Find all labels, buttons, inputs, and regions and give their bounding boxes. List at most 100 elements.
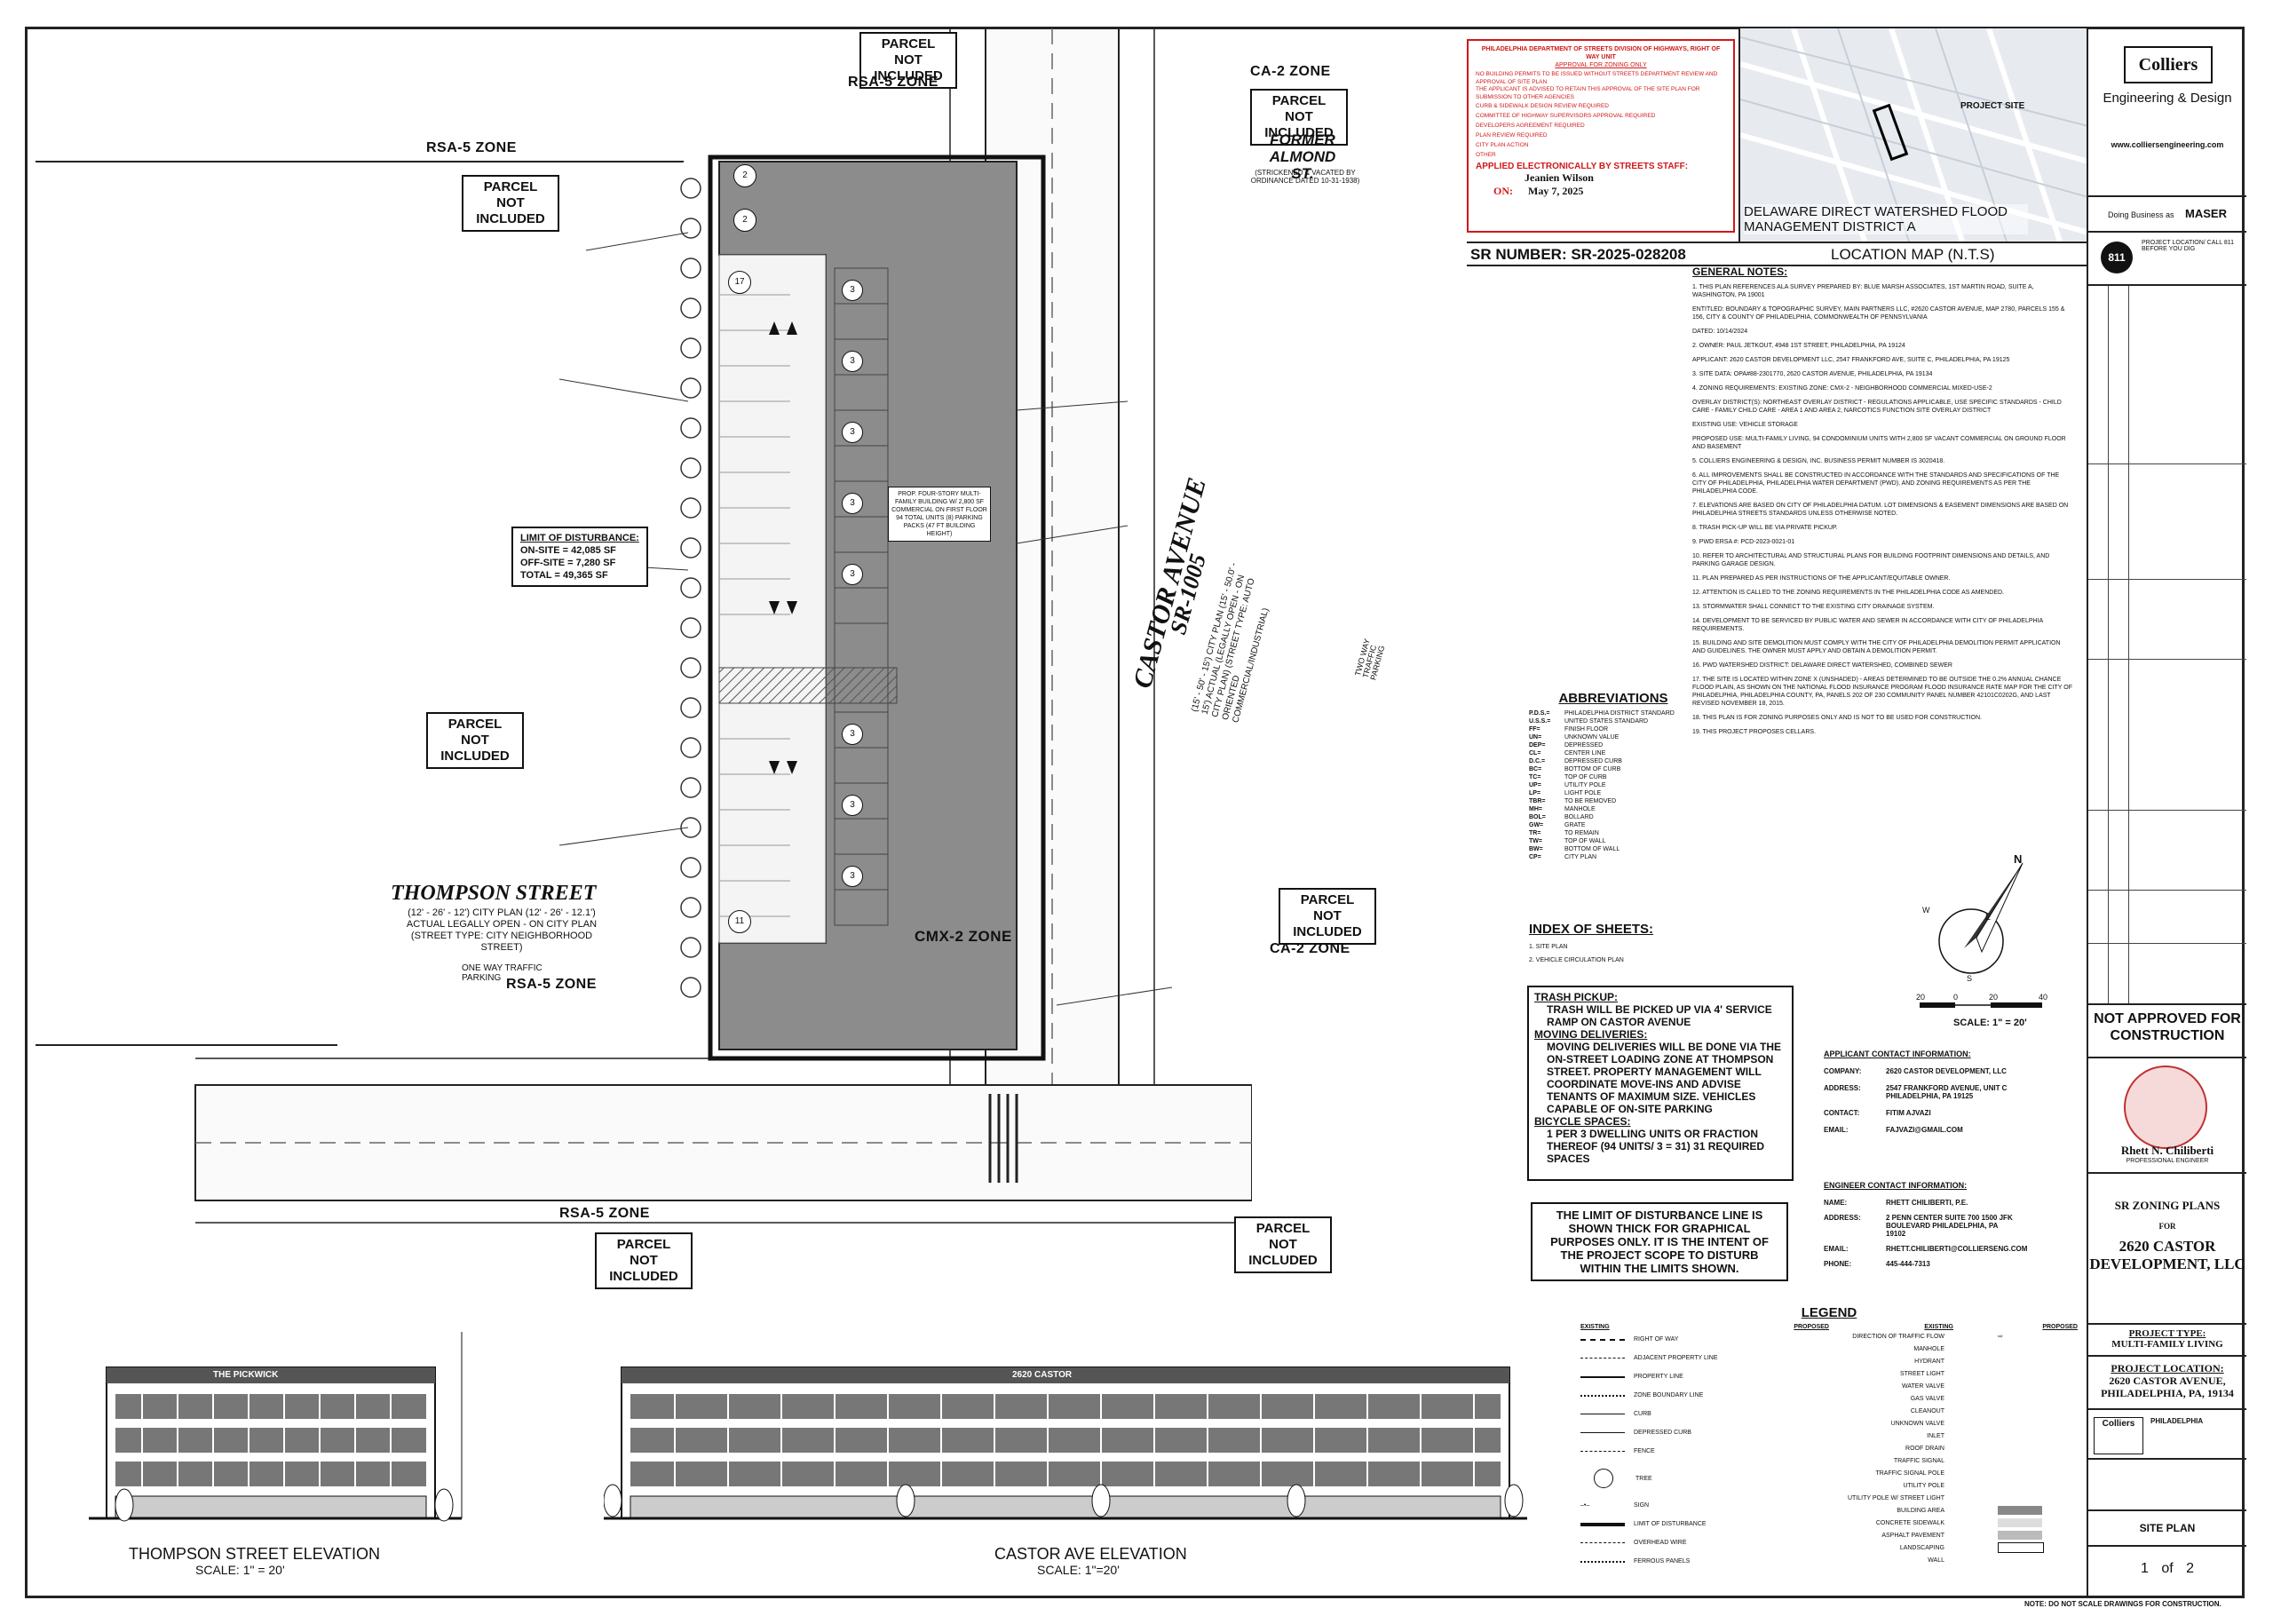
- revision-table: [2088, 284, 2246, 1005]
- legend-item: FERROUS PANELS: [1580, 1552, 1829, 1571]
- general-note-item: PROPOSED USE: MULTI-FAMILY LIVING, 94 CO…: [1692, 436, 2066, 450]
- abbreviation-row: UN=UNKNOWN VALUE: [1529, 734, 1620, 741]
- cmx2-zone-label: CMX-2 ZONE: [915, 928, 1012, 945]
- thompson-traffic-note: ONE WAY TRAFFIC PARKING: [462, 963, 543, 983]
- general-note-item: 1. THIS PLAN REFERENCES ALA SURVEY PREPA…: [1692, 284, 2034, 298]
- abbreviation-row: TC=TOP OF CURB: [1529, 774, 1607, 780]
- thompson-elevation-title: THOMPSON STREET ELEVATION: [129, 1545, 381, 1563]
- legend-item: HYDRANT: [1914, 1358, 1944, 1365]
- project-name: 2620 CASTOR DEVELOPMENT, LLC: [2089, 1238, 2245, 1272]
- general-note-item: 2. OWNER: PAUL JETKOUT, 4948 1ST STREET,…: [1692, 343, 1905, 349]
- location-map-label: LOCATION MAP (N.T.S): [1831, 246, 1995, 263]
- north-label: N: [2014, 852, 2023, 866]
- general-note-item: ENTITLED: BOUNDARY & TOPOGRAPHIC SURVEY,…: [1692, 306, 2065, 321]
- streets-line: THE APPLICANT IS ADVISED TO RETAIN THIS …: [1476, 86, 1700, 100]
- parcel-not-included-label: PARCEL NOT INCLUDED: [462, 175, 559, 232]
- abbreviation-row: D.C.=DEPRESSED CURB: [1529, 758, 1622, 764]
- general-note-item: 5. COLLIERS ENGINEERING & DESIGN, INC. B…: [1692, 458, 1945, 464]
- engineer-seal-icon: [2124, 1066, 2207, 1149]
- project-site-label: PROJECT SITE: [1960, 101, 2025, 111]
- zone-label: CA-2 ZONE: [1250, 64, 1331, 79]
- lod-off-site: OFF-SITE = 7,280 SF: [520, 558, 616, 568]
- engineer-contact: ENGINEER CONTACT INFORMATION: NAME:RHETT…: [1824, 1181, 2055, 1268]
- abbreviation-row: TW=TOP OF WALL: [1529, 838, 1606, 844]
- bike-item: 1 PER 3 DWELLING UNITS OR FRACTION THERE…: [1547, 1128, 1765, 1165]
- limit-of-disturbance-box: LIMIT OF DISTURBANCE: ON-SITE = 42,085 S…: [511, 527, 648, 587]
- drawing-border: [25, 27, 2245, 1598]
- legend-item: CURB: [1580, 1405, 1829, 1423]
- legend-proposed-header: PROPOSED: [1794, 1324, 1829, 1330]
- abbreviations-block: ABBREVIATIONS P.D.S.=PHILADELPHIA DISTRI…: [1529, 691, 1698, 861]
- streets-line: PLAN REVIEW REQUIRED: [1476, 132, 1548, 139]
- legend-item: FENCE: [1580, 1442, 1829, 1461]
- office-name: PHILADELPHIA: [2150, 1417, 2204, 1425]
- general-note-item: 17. THE SITE IS LOCATED WITHIN ZONE X (U…: [1692, 677, 2072, 707]
- north-arrow: [1920, 862, 2042, 1008]
- legend-item: MANHOLE: [1913, 1345, 1944, 1352]
- bike-count-marker: 2: [733, 209, 756, 232]
- thompson-building-sign: THE PICKWICK: [213, 1370, 279, 1380]
- scale-tick: 20: [1916, 993, 1926, 1002]
- applicant-row: COMPANY:2620 CASTOR DEVELOPMENT, LLC: [1824, 1067, 2007, 1075]
- legend-item: STREET LIGHT: [1899, 1370, 1944, 1377]
- abbreviation-row: DEP=DEPRESSED: [1529, 742, 1604, 749]
- streets-line: CITY PLAN ACTION: [1476, 142, 1529, 148]
- lod-on-site: ON-SITE = 42,085 SF: [520, 545, 616, 556]
- trash-pickup-box: TRASH PICKUP: TRASH WILL BE PICKED UP VI…: [1527, 986, 1794, 1181]
- abbreviation-row: TBR=TO BE REMOVED: [1529, 798, 1617, 804]
- general-note-item: 8. TRASH PICK-UP WILL BE VIA PRIVATE PIC…: [1692, 525, 1838, 531]
- general-note-item: 4. ZONING REQUIREMENTS: EXISTING ZONE: C…: [1692, 385, 1992, 392]
- parcel-not-included-label: PARCEL NOT INCLUDED: [859, 32, 957, 89]
- sheet-title-cell: SITE PLAN: [2088, 1509, 2246, 1545]
- parcel-not-included-label: PARCEL NOT INCLUDED: [1250, 89, 1348, 146]
- castor-elevation-drawing: [604, 1367, 1527, 1520]
- general-note-item: 14. DEVELOPMENT TO BE SERVICED BY PUBLIC…: [1692, 618, 2043, 632]
- south-label: S: [1967, 974, 1973, 983]
- bike-count-marker: 3: [842, 351, 863, 372]
- trash-title: TRASH PICKUP:: [1534, 991, 1619, 1003]
- engineer-row: EMAIL:RHETT.CHILIBERTI@COLLIERSENG.COM: [1824, 1245, 2028, 1253]
- division-name: Engineering & Design: [2103, 91, 2232, 106]
- zone-label: RSA-5 ZONE: [559, 1206, 650, 1221]
- legend-existing-header: EXISTING: [1580, 1324, 1610, 1330]
- east-label: E: [1985, 913, 1992, 922]
- applicant-row: CONTACT:FITIM AJVAZI: [1824, 1109, 1931, 1117]
- colliers-small-logo: Colliers: [2094, 1417, 2143, 1454]
- parcel-not-included-label: PARCEL NOT INCLUDED: [595, 1232, 693, 1289]
- project-type-cell: PROJECT TYPE: MULTI-FAMILY LIVING: [2088, 1323, 2246, 1355]
- legend-item: –•–SIGN: [1580, 1502, 1650, 1509]
- abbreviation-row: MH=MANHOLE: [1529, 806, 1596, 812]
- legend-item: UTILITY POLE: [1903, 1482, 1944, 1489]
- legend-item: ROOF DRAIN: [1905, 1445, 1944, 1452]
- general-note-item: EXISTING USE: VEHICLE STORAGE: [1692, 422, 1798, 428]
- parcel-not-included-label: PARCEL NOT INCLUDED: [1234, 1216, 1332, 1273]
- bike-title: BICYCLE SPACES:: [1534, 1115, 1631, 1128]
- legend-item: RIGHT OF WAY: [1580, 1330, 1829, 1349]
- sheet-number-cell: 1 of 2: [2088, 1545, 2246, 1598]
- walkway-hatch: [718, 667, 898, 704]
- abbreviation-row: BC=BOTTOM OF CURB: [1529, 766, 1621, 772]
- bike-count-marker: 3: [842, 493, 863, 514]
- sr-number-bar: SR NUMBER: SR-2025-028208 LOCATION MAP (…: [1467, 242, 2087, 266]
- engineer-name: Rhett N. Chiliberti: [2120, 1144, 2214, 1157]
- legend-item: OVERHEAD WIRE: [1580, 1533, 1829, 1552]
- general-note-item: 19. THIS PROJECT PROPOSES CELLARS.: [1692, 729, 1817, 735]
- legend-item: INLET: [1927, 1432, 1944, 1439]
- index-item: 2. VEHICLE CIRCULATION PLAN: [1529, 957, 1624, 963]
- engineer-row: NAME:RHETT CHILIBERTI, P.E.: [1824, 1199, 1968, 1207]
- index-item: 1. SITE PLAN: [1529, 944, 1568, 950]
- general-note-item: 15. BUILDING AND SITE DEMOLITION MUST CO…: [1692, 640, 2061, 654]
- limit-of-disturbance-note: THE LIMIT OF DISTURBANCE LINE IS SHOWN T…: [1531, 1202, 1788, 1281]
- call-811-text: PROJECT LOCATION/ CALL 811 BEFORE YOU DI…: [2142, 240, 2234, 252]
- parcel-not-included-label: PARCEL NOT INCLUDED: [1279, 888, 1376, 945]
- legend-item: ADJACENT PROPERTY LINE: [1580, 1349, 1829, 1367]
- legend-item: CLEANOUT: [1910, 1407, 1944, 1414]
- applicant-contact: APPLICANT CONTACT INFORMATION: COMPANY:2…: [1824, 1050, 2055, 1134]
- project-location-cell: PROJECT LOCATION: 2620 CASTOR AVENUE, PH…: [2088, 1355, 2246, 1408]
- streets-line: CURB & SIDEWALK DESIGN REVIEW REQUIRED: [1476, 103, 1610, 109]
- legend-item: TRAFFIC SIGNAL POLE: [1875, 1470, 1944, 1477]
- castor-elevation-scale: SCALE: 1"=20': [1037, 1563, 1120, 1577]
- limit-of-disturbance-line: [708, 154, 1046, 1061]
- engineer-title: ENGINEER CONTACT INFORMATION:: [1824, 1181, 1968, 1190]
